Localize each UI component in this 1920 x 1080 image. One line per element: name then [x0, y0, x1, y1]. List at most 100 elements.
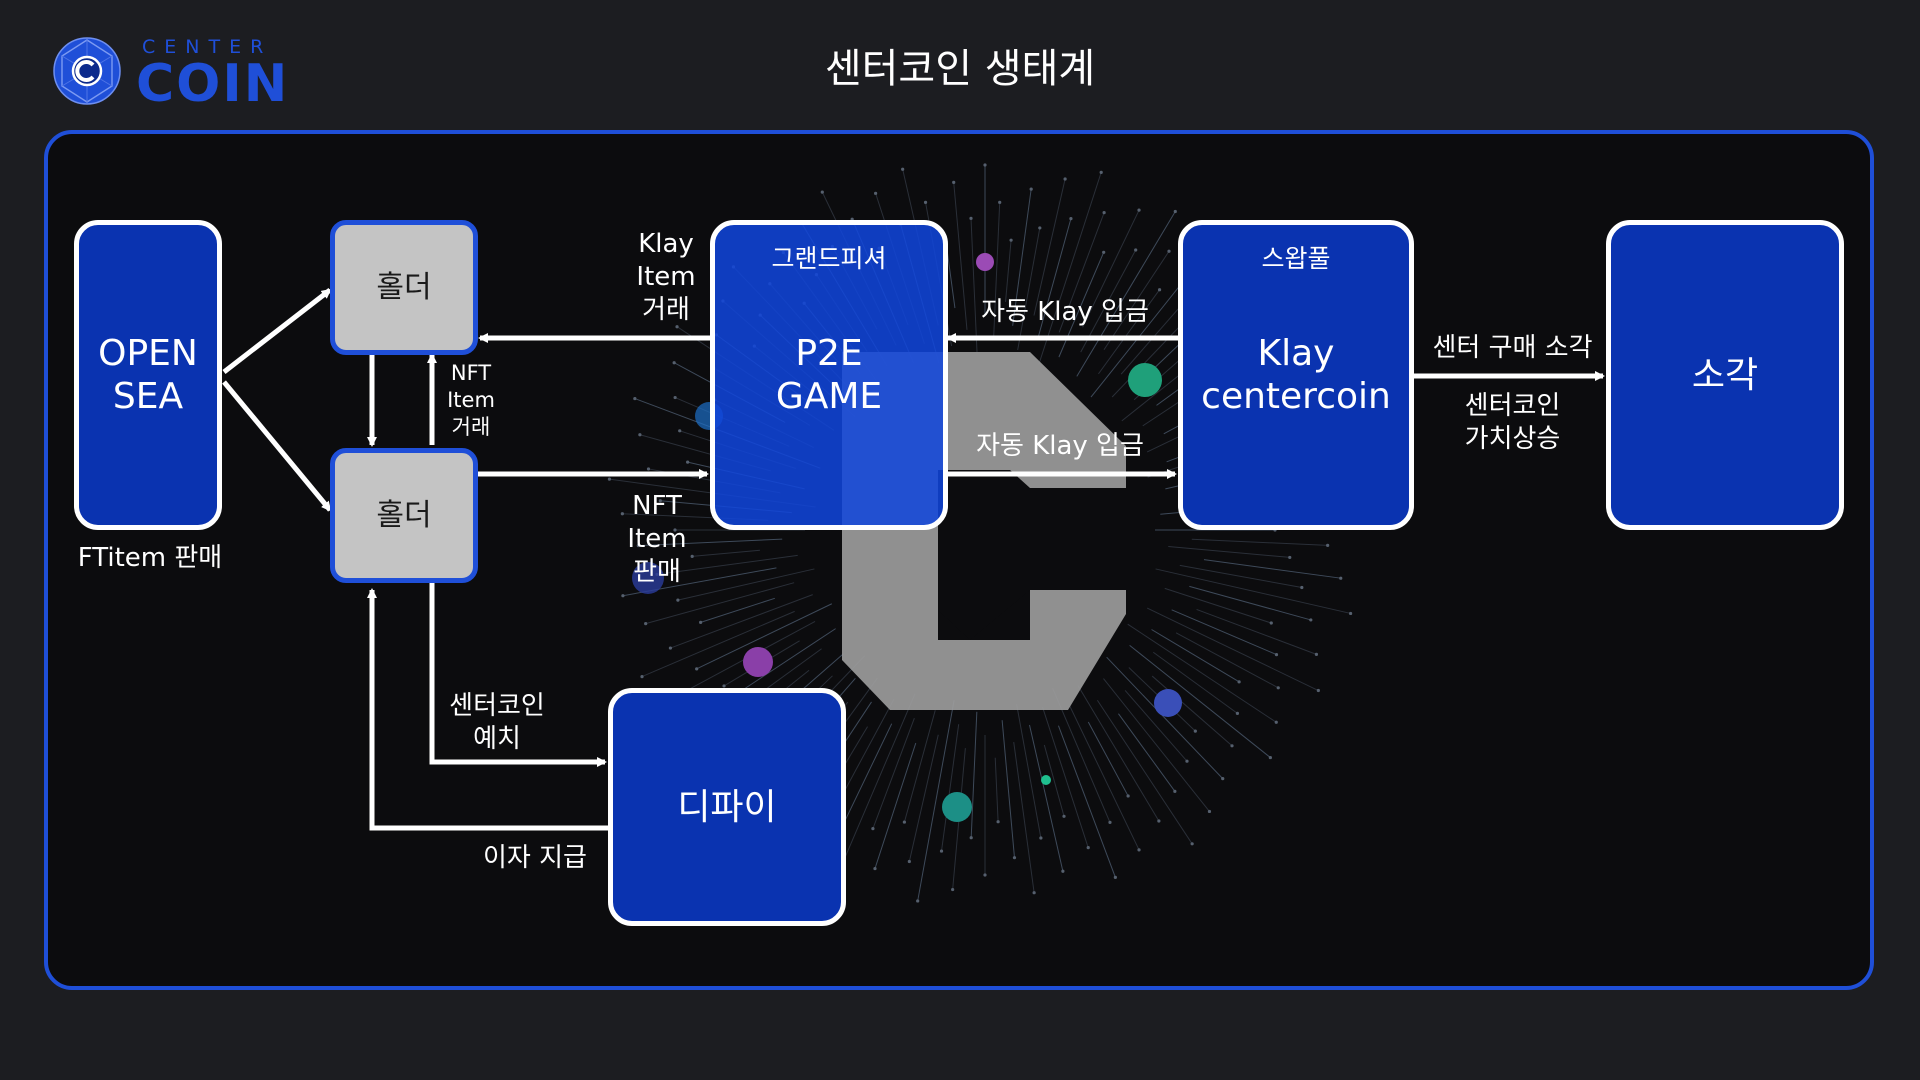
burst-ray [638, 538, 783, 547]
node-opensea-label: OPEN SEA [98, 333, 198, 417]
burst-dot [1207, 809, 1212, 814]
label-nft-item-sale: NFT Item 판매 [627, 491, 687, 587]
burst-ray [994, 757, 999, 822]
burst-ray [1043, 744, 1065, 817]
burst-dot [969, 216, 973, 220]
label-interest-payment: 이자 지급 [483, 843, 587, 873]
burst-ray [1191, 538, 1328, 546]
node-holder-bottom: 홀더 [330, 448, 478, 583]
burst-dot [1314, 652, 1319, 656]
burst-ray [1029, 724, 1064, 872]
decor-dot [1041, 775, 1051, 785]
burst-dot [1326, 543, 1330, 547]
burst-ray [839, 723, 893, 833]
burst-dot [1309, 618, 1313, 622]
page-title: 센터코인 생태계 [824, 46, 1096, 92]
burst-ray [1129, 644, 1271, 758]
node-p2e-game-sublabel: 그랜드피셔 [771, 244, 887, 273]
burst-dot [1185, 759, 1189, 763]
burst-dot [907, 859, 911, 864]
burst-ray [993, 202, 1001, 339]
burst-ray [1013, 741, 1035, 893]
burst-dot [1316, 688, 1320, 693]
label-centercoin-deposit: 센터코인 예치 [449, 691, 545, 754]
burst-dot [902, 820, 906, 824]
burst-ray [1118, 713, 1176, 792]
burst-dot [1237, 680, 1241, 684]
burst-dot [996, 820, 1000, 824]
node-opensea: OPEN SEA [74, 220, 222, 530]
burst-ray [1038, 172, 1102, 365]
burst-ray [1168, 545, 1290, 558]
burst-ray [874, 742, 917, 869]
burst-dot [1032, 891, 1036, 895]
burst-dot [983, 873, 987, 877]
decor-dot [942, 792, 972, 822]
burst-dot [1108, 820, 1112, 825]
burst-dot [644, 622, 648, 626]
label-auto-klay-bottom: 자동 Klay 입금 [976, 431, 1144, 461]
burst-ray [1179, 564, 1302, 588]
burst-dot [1274, 652, 1279, 657]
burst-dot [640, 674, 644, 679]
burst-dot [673, 395, 677, 400]
burst-dot [1274, 720, 1278, 724]
burst-ray [970, 218, 978, 353]
burst-ray [941, 724, 960, 852]
logo-wordmark-small: CENTER [142, 36, 273, 58]
burst-dot [1061, 869, 1065, 873]
burst-ray [1203, 559, 1341, 579]
burst-ray [1005, 240, 1012, 302]
burst-dot [901, 167, 905, 171]
burst-dot [1134, 248, 1138, 252]
burst-dot [672, 361, 676, 365]
coin-logo-icon [53, 37, 121, 105]
burst-dot [1099, 170, 1103, 175]
burst-ray [1155, 568, 1351, 614]
burst-dot [1190, 842, 1194, 846]
burst-dot [1288, 555, 1292, 560]
burst-dot [621, 594, 625, 598]
center-coin-logo: CENTER COIN [52, 36, 292, 112]
decor-dot [632, 562, 664, 594]
burst-dot [678, 429, 682, 433]
burst-dot [722, 684, 726, 688]
burst-ray [1082, 209, 1140, 328]
burst-ray [696, 603, 833, 670]
burst-ray [670, 594, 813, 649]
burst-dot [1038, 226, 1042, 230]
decor-dot [1154, 689, 1182, 717]
burst-ray [1052, 687, 1111, 823]
burst-dot [695, 667, 699, 671]
burst-dot [1235, 711, 1240, 715]
decor-dot [743, 647, 773, 677]
burst-dot [1029, 187, 1033, 191]
burst-dot [871, 827, 875, 831]
burst-dot [1269, 621, 1273, 625]
burst-ray [1103, 250, 1170, 351]
burst-dot [983, 163, 987, 167]
c-watermark-cutout [938, 470, 1030, 640]
node-defi: 디파이 [608, 688, 846, 926]
burst-ray [1036, 218, 1072, 341]
burst-dot [1137, 848, 1141, 852]
decor-dot [976, 253, 994, 271]
burst-dot [873, 866, 877, 871]
burst-dot [1039, 836, 1043, 840]
burst-dot [820, 190, 824, 194]
label-auto-klay-top: 자동 Klay 입금 [981, 297, 1149, 327]
label-nft-item-trade: NFT Item 거래 [447, 361, 495, 439]
burst-ray [1080, 249, 1137, 353]
burst-dot [668, 646, 673, 650]
burst-ray [1124, 690, 1188, 762]
burst-dot [1157, 288, 1162, 292]
burst-ray [1077, 685, 1160, 822]
burst-ray [1058, 212, 1105, 333]
burst-dot [1126, 794, 1130, 798]
arrow-opensea-to-holder-top [222, 288, 332, 374]
burst-dot [1062, 814, 1066, 818]
burst-dot [952, 180, 956, 185]
label-center-buy-burn: 센터 구매 소각 [1432, 333, 1593, 363]
burst-ray [1042, 706, 1089, 848]
burst-dot [675, 325, 679, 329]
